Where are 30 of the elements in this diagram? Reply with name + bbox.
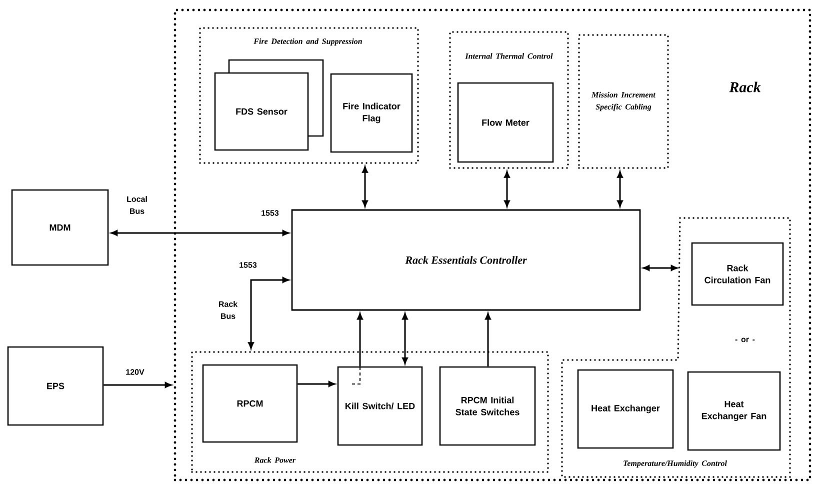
component-box: Heat Exchanger	[577, 369, 674, 449]
arrow	[248, 277, 290, 349]
arrow	[402, 312, 408, 364]
edge-label: 120V	[124, 368, 146, 376]
component-box: Heat Exchanger Fan	[687, 371, 781, 451]
edge-label: 1553	[238, 261, 258, 269]
subsystem-group: Mission Increment Specific Cabling	[578, 34, 669, 169]
arrow	[104, 382, 172, 388]
component-box: Kill Switch/ LED	[337, 366, 423, 446]
component-box: Rack Circulation Fan	[691, 242, 784, 306]
component-box: MDM	[11, 189, 109, 266]
note-text: - or -	[735, 338, 755, 342]
arrow	[504, 171, 510, 208]
arrow	[110, 230, 290, 236]
arrow	[642, 265, 678, 271]
arrow	[298, 381, 336, 387]
bus-label: Rack Bus	[218, 301, 238, 319]
component-box: Flow Meter	[457, 82, 554, 163]
arrow	[617, 171, 623, 208]
component-box: EPS	[7, 346, 104, 426]
bus-label: Local Bus	[127, 196, 147, 214]
stacked-box: FDS Sensor	[214, 59, 324, 151]
component-box: RPCM Initial State Switches	[439, 366, 536, 446]
arrow	[357, 312, 363, 366]
edge-label: 1553	[260, 209, 280, 217]
controller-box: Rack Essentials Controller	[291, 209, 641, 311]
component-box: Fire Indicator Flag	[330, 73, 413, 153]
arrow	[485, 312, 491, 366]
component-box: RPCM	[202, 364, 298, 443]
arrow	[362, 166, 368, 208]
